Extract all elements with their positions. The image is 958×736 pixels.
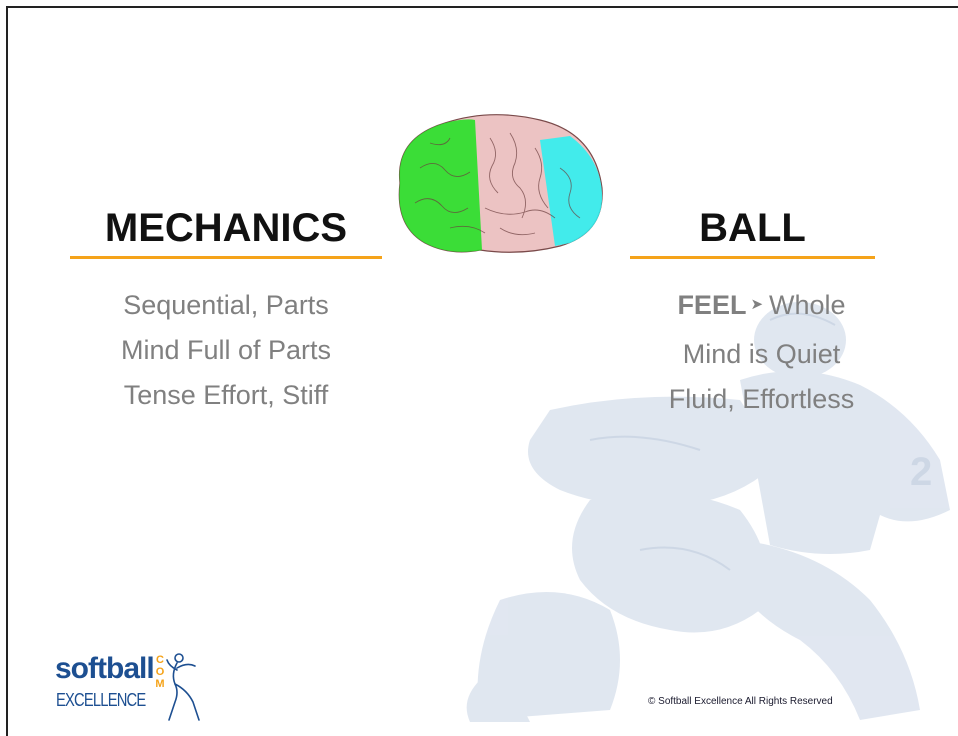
mechanics-heading: MECHANICS [104,206,348,250]
logo-com-letter: O [155,666,165,678]
svg-text:2: 2 [910,450,932,494]
mechanics-line: Sequential, Parts [123,290,329,320]
arrow-right-icon: ➤ [750,296,764,313]
ball-underline [630,256,875,259]
ball-column: BALL FEEL➤ Whole Mind is Quiet Fluid, Eff… [630,198,875,422]
logo-subwordmark: EXCELLENCE [56,690,146,710]
brain-illustration-icon [398,114,603,253]
logo-com: C O M [154,654,166,690]
feel-word: FEEL [677,290,747,320]
ball-list: FEEL➤ Whole Mind is Quiet Fluid, Effortle… [618,283,905,422]
logo-com-letter: C [156,654,164,666]
mechanics-underline [70,256,382,259]
softball-player-watermark-icon: 2 [466,302,950,722]
ball-line: Fluid, Effortless [668,384,855,414]
feel-rest: Whole [769,290,846,320]
ball-heading: BALL [699,206,806,250]
ball-line: Mind is Quiet [682,339,841,369]
logo-wordmark: softball [55,652,155,685]
mechanics-line: Mind Full of Parts [120,335,332,365]
logo-com-letter: M [155,678,165,690]
slide-frame [6,6,958,736]
pitcher-figure-logo-icon [166,653,200,721]
copyright-text: © Softball Excellence All Rights Reserve… [648,696,833,707]
ball-feel-line: FEEL➤ Whole [618,283,905,332]
mechanics-column: MECHANICS Sequential, Parts Mind Full of… [70,198,382,418]
mechanics-list: Sequential, Parts Mind Full of Parts Ten… [70,283,382,418]
mechanics-line: Tense Effort, Stiff [123,380,329,410]
softball-excellence-logo: softball EXCELLENCE C O M [55,650,205,722]
